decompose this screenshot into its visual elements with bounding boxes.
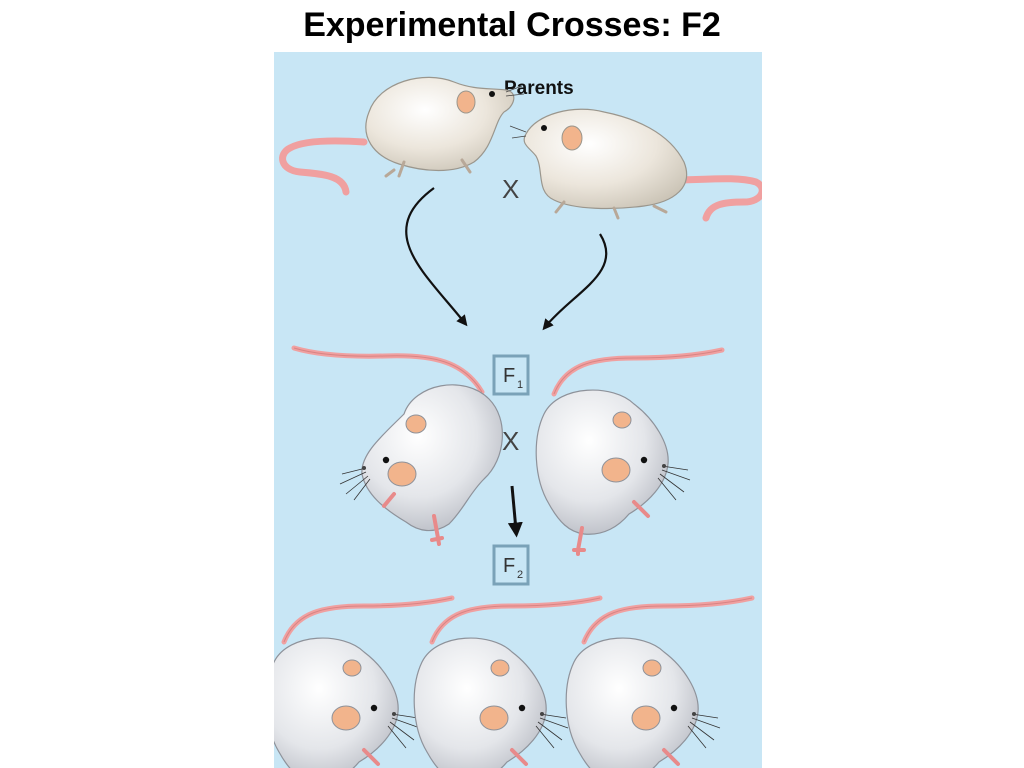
f2-box: F 2 [492, 544, 530, 586]
arrow-p1-to-f1 [405, 187, 468, 327]
cross-symbol-parents: X [502, 174, 519, 204]
f2-subscript: 2 [517, 569, 523, 581]
cross-diagram: Parents P1 P2 X [274, 76, 762, 768]
parents-label: Parents [504, 78, 574, 99]
f2-mouse-3 [566, 598, 752, 768]
f1-letter: F [503, 365, 515, 387]
arrow-p2-to-f1 [542, 233, 608, 331]
diagram-panel: Parents P1 P2 X [274, 52, 762, 768]
cross-symbol-f1: X [502, 426, 519, 456]
parent-mouse-p2 [509, 108, 762, 222]
parent-mouse-p1 [279, 76, 525, 196]
slide-title: Experimental Crosses: F2 [303, 6, 721, 44]
arrow-f1-to-f2 [507, 485, 523, 538]
f1-mouse-left [294, 348, 502, 544]
f1-mouse-right [536, 350, 722, 554]
f2-letter: F [503, 555, 515, 577]
f1-box: F 1 [492, 354, 530, 396]
f1-subscript: 1 [517, 379, 523, 391]
